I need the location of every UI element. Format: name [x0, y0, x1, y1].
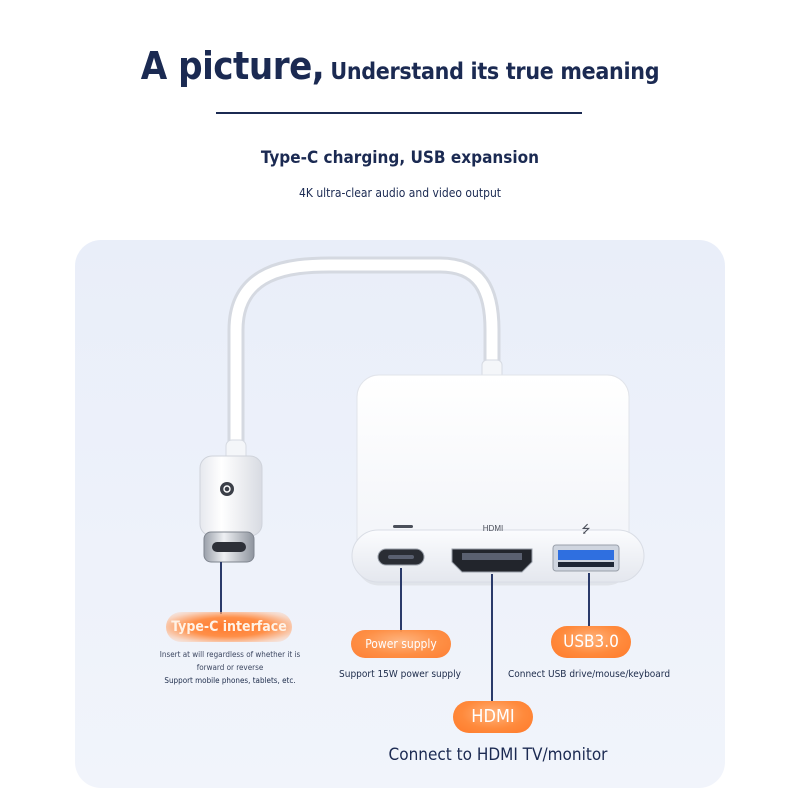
- brand-logo-icon: [220, 482, 234, 496]
- typec-desc-line3: Support mobile phones, tablets, etc.: [164, 676, 296, 685]
- typec-leader-line: [220, 562, 222, 614]
- power-callout-badge: Power supply: [351, 630, 451, 658]
- subtitle: Type-C charging, USB expansion: [260, 148, 540, 168]
- usb-leader-line: [588, 573, 590, 627]
- headline: A picture,Understand its true meaning: [0, 44, 800, 88]
- power-desc: Support 15W power supply: [339, 669, 461, 680]
- usb-symbol-icon: ⭍: [581, 523, 590, 536]
- hdmi-port-label: HDMI: [483, 524, 503, 533]
- typec-desc-line2: forward or reverse: [196, 663, 264, 672]
- hdmi-callout-badge: HDMI: [453, 701, 533, 733]
- headline-small: Understand its true meaning: [330, 59, 660, 85]
- typec-callout-badge: Type-C interface: [166, 612, 292, 642]
- hdmi-port: [451, 548, 533, 573]
- power-leader-line: [400, 568, 402, 632]
- typec-desc-line1: Insert at will regardless of whether it …: [159, 650, 301, 659]
- headline-divider: [216, 112, 582, 114]
- hdmi-desc: Connect to HDMI TV/monitor: [388, 745, 608, 765]
- typec-plug: [199, 455, 263, 537]
- hdmi-leader-line: [491, 574, 493, 702]
- usb-desc: Connect USB drive/mouse/keyboard: [507, 669, 671, 680]
- headline-big: A picture,: [140, 44, 325, 88]
- description: 4K ultra-clear audio and video output: [298, 186, 502, 200]
- usb-callout-badge: USB3.0: [551, 626, 631, 658]
